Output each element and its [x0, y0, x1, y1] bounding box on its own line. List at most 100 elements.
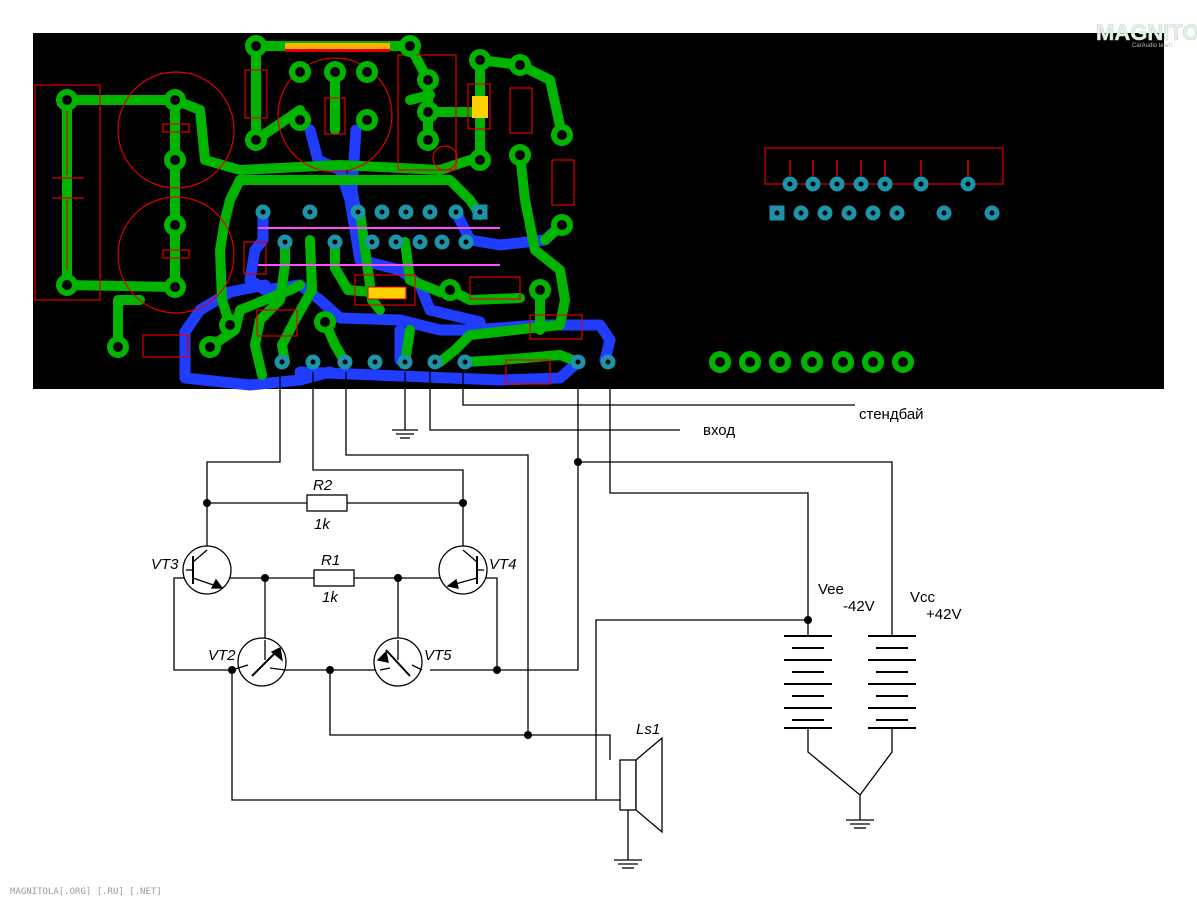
pcb-pad-hole	[282, 239, 288, 245]
vt4-label: VT4	[489, 556, 517, 573]
pcb-pad-hole	[369, 239, 375, 245]
pcb-pad-hole	[918, 181, 924, 187]
pcb-pad	[405, 41, 415, 51]
pcb-pad-hole	[989, 210, 995, 216]
r2-value-label: 1k	[314, 516, 331, 533]
pcb-pad-hole	[310, 359, 316, 365]
watermark-footer: MAGNITOLA[.ORG] [.RU] [.NET]	[10, 887, 162, 897]
pcb-pad-hole	[941, 210, 947, 216]
pcb-pad-hole	[372, 359, 378, 365]
vcc-voltage-label: +42V	[926, 606, 961, 623]
diode-marker-2	[472, 96, 488, 118]
pcb-pad-hole	[463, 239, 469, 245]
pcb-pad-hole	[332, 239, 338, 245]
transistor-vt2	[231, 637, 287, 687]
pcb-pad	[170, 220, 180, 230]
pcb-pad	[475, 155, 485, 165]
input-label: вход	[703, 422, 735, 439]
pcb-pad-hole	[894, 210, 900, 216]
pcb-pad	[557, 220, 567, 230]
pcb-pad	[170, 95, 180, 105]
resistor-r1: R1 1k	[313, 552, 355, 606]
pcb-pad-hole	[605, 359, 611, 365]
silkscreen	[34, 54, 1004, 385]
transistor-vt4	[438, 545, 488, 595]
pcb-pad-hole	[307, 209, 313, 215]
jumper-bar-red	[285, 49, 390, 52]
pcb-pad	[557, 130, 567, 140]
pcb-pad	[170, 282, 180, 292]
pcb-pad	[225, 320, 235, 330]
pcb-pad-hole	[870, 210, 876, 216]
pcb-pad-hole	[379, 209, 385, 215]
resistor-r2: R2 1k	[306, 477, 348, 533]
vcc-name-label: Vcc	[910, 589, 936, 606]
pcb-pad-hole	[798, 210, 804, 216]
pcb-pad	[475, 55, 485, 65]
pcb-pad	[715, 357, 725, 367]
pcb-pad-hole	[260, 209, 266, 215]
battery-vcc	[868, 635, 916, 729]
ground-symbol-supply	[846, 819, 874, 829]
pcb-pad	[205, 342, 215, 352]
pcb-pad-hole	[787, 181, 793, 187]
vee-voltage-label: -42V	[843, 598, 875, 615]
pcb-pad	[423, 135, 433, 145]
watermark-logo: MAGNITOLA	[1096, 20, 1197, 45]
pcb-pad-hole	[575, 359, 581, 365]
pcb-pad-hole	[393, 239, 399, 245]
vt2-label: VT2	[208, 647, 236, 664]
jumper-bar	[285, 43, 390, 49]
vee-name-label: Vee	[818, 581, 844, 598]
pcb-pad	[807, 357, 817, 367]
schematic-wires	[173, 372, 893, 860]
pcb-pad	[251, 135, 261, 145]
transistor-vt5	[373, 637, 423, 687]
diode-marker	[367, 286, 407, 300]
ground-symbol-input	[392, 429, 418, 439]
pcb-pad	[445, 285, 455, 295]
battery-vee	[784, 635, 832, 729]
pcb-pad	[295, 115, 305, 125]
pcb-pad	[535, 285, 545, 295]
standby-label: стендбай	[859, 406, 924, 423]
pcb-pad	[62, 95, 72, 105]
pcb-pad	[515, 150, 525, 160]
pcb-pad-hole	[342, 359, 348, 365]
r1-value-label: 1k	[322, 589, 339, 606]
pcb-pad-hole	[439, 239, 445, 245]
pcb-pad	[170, 155, 180, 165]
pcb-pad	[113, 342, 123, 352]
pcb-pad	[423, 75, 433, 85]
r1-ref-label: R1	[321, 552, 340, 569]
vt5-label: VT5	[424, 647, 452, 664]
pcb-pad-hole	[355, 209, 361, 215]
vt3-label: VT3	[151, 556, 179, 573]
pcb-pad-hole	[453, 209, 459, 215]
pcb-pad-hole	[403, 209, 409, 215]
pcb-pad-hole	[882, 181, 888, 187]
speaker-label: Ls1	[636, 721, 660, 738]
pcb-pad	[251, 41, 261, 51]
pcb-pad	[295, 67, 305, 77]
pcb-pad-hole	[810, 181, 816, 187]
pcb-pad-hole	[858, 181, 864, 187]
pcb-pad-hole	[965, 181, 971, 187]
pcb-pad	[423, 107, 433, 117]
pcb-pad-hole	[279, 359, 285, 365]
pcb-pad-hole	[846, 210, 852, 216]
watermark-logo-sub: CarAudio team	[1132, 43, 1172, 49]
pcb-pad-hole	[834, 181, 840, 187]
pcb-pad	[515, 60, 525, 70]
r2-ref-label: R2	[313, 477, 333, 494]
pcb-pads	[56, 35, 1000, 373]
ground-symbol-speaker	[614, 859, 642, 869]
pcb-pad-hole	[462, 359, 468, 365]
pcb-pad	[62, 280, 72, 290]
pcb-pad	[362, 115, 372, 125]
pcb-pad-hole	[477, 209, 483, 215]
speaker-ls1	[619, 736, 663, 834]
pcb-pad	[838, 357, 848, 367]
pcb-pad-hole	[427, 209, 433, 215]
